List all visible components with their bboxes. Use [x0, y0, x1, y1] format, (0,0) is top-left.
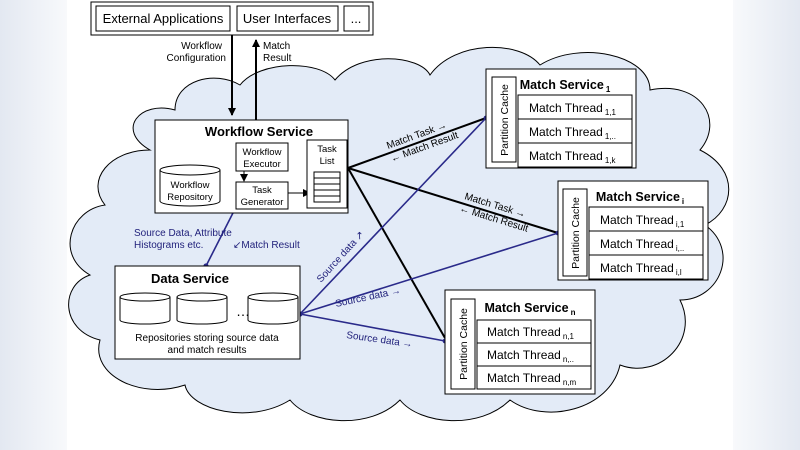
match-service-i-cache-label: Partition Cache	[570, 197, 582, 269]
task-line-msi	[347, 167, 559, 234]
repository-2-icon	[176, 292, 228, 325]
msn-thread-3-box	[476, 365, 592, 390]
data-line-msn	[299, 313, 446, 342]
data-service-title: Data Service	[151, 271, 229, 286]
match-service-i-cache	[562, 188, 588, 277]
workflow-executor-box	[235, 142, 289, 172]
data-service-caption-1: Repositories storing source data	[135, 333, 279, 344]
workflow-config-label-2: Configuration	[167, 53, 226, 64]
workflow-service-title: Workflow Service	[205, 124, 313, 139]
data-line-workflow	[205, 206, 237, 267]
task-list-label-1: Task	[317, 144, 337, 155]
task-line-msn	[347, 167, 446, 339]
more-apps-box	[343, 5, 370, 32]
task-generator-label-1: Task	[252, 185, 272, 196]
match-result-label-1: Match	[263, 41, 290, 52]
task-generator-box	[235, 181, 289, 210]
workflow-repository-label-2: Repository	[167, 192, 213, 203]
msi-thread-1-box	[588, 206, 704, 232]
data-line-msi	[299, 232, 559, 315]
source-attr-label-2: Histograms etc.	[134, 240, 203, 251]
repository-1-icon	[119, 292, 171, 325]
data-service-caption-2: and match results	[168, 345, 247, 356]
repository-3-icon	[247, 292, 299, 325]
user-interfaces-label: User Interfaces	[243, 11, 332, 26]
external-applications-box	[95, 5, 231, 32]
ms1-thread-2-box	[517, 118, 633, 144]
external-applications-label: External Applications	[103, 11, 224, 26]
match-service-n-cache	[450, 298, 476, 390]
match-result-label-2: Result	[263, 53, 292, 64]
data-line-ms1	[299, 117, 487, 315]
workflow-config-label-1: Workflow	[181, 41, 223, 52]
workflow-repository-label-1: Workflow	[171, 180, 210, 191]
source-attr-label-1: Source Data, Attribute	[134, 228, 232, 239]
msi-thread-2-box	[588, 230, 704, 256]
task-generator-label-2: Generator	[241, 197, 284, 208]
match-result-left-label: ↙Match Result	[233, 240, 300, 251]
task-line-ms1	[347, 117, 487, 169]
task-list-icon	[313, 171, 341, 203]
user-interfaces-box	[236, 5, 339, 32]
workflow-repository-icon	[159, 164, 221, 207]
match-service-1-cache	[491, 76, 517, 163]
workflow-executor-label-2: Executor	[243, 159, 281, 170]
repositories-ellipsis: …	[236, 303, 250, 319]
match-service-1-cache-label: Partition Cache	[499, 84, 511, 156]
ms1-thread-3-box	[517, 142, 633, 168]
more-apps-label: ...	[351, 11, 362, 26]
msi-thread-3-box	[588, 254, 704, 280]
workflow-executor-label-1: Workflow	[243, 147, 282, 158]
match-service-n-cache-label: Partition Cache	[458, 308, 470, 380]
task-list-label-2: List	[320, 156, 335, 167]
ms1-thread-1-box	[517, 94, 633, 120]
